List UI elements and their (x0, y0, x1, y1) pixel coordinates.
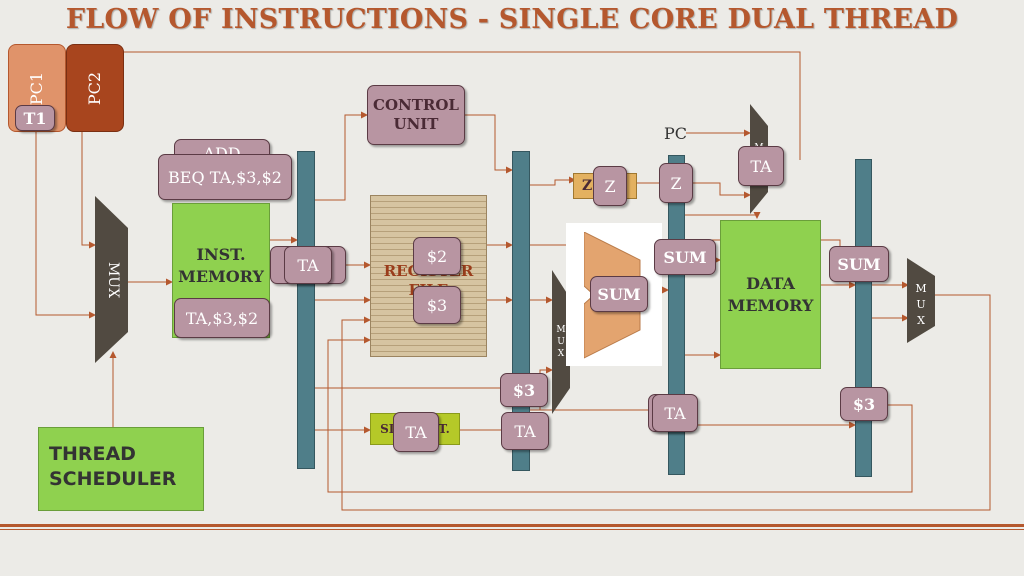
if-id-ta-tag: TA (284, 246, 332, 284)
svg-text:X: X (917, 314, 925, 327)
thread-scheduler: THREAD SCHEDULER (38, 427, 204, 511)
ex-mem-sum-tag: SUM (654, 239, 716, 275)
pc-label: PC (664, 124, 688, 143)
mem-wb-sum-tag: SUM (829, 246, 889, 282)
data-memory: DATA MEMORY (720, 220, 821, 369)
page-title: FLOW OF INSTRUCTIONS - SINGLE CORE DUAL … (65, 4, 959, 35)
mux-mid: M U X (552, 270, 570, 414)
operands-tag: TA,$3,$2 (174, 298, 270, 338)
register-file (370, 195, 487, 357)
mux-left-label: MUX (105, 262, 121, 298)
t1-tag: T1 (15, 105, 55, 131)
mux-right: M U X (907, 258, 935, 343)
alu-sum-tag: SUM (590, 276, 648, 312)
svg-text:X: X (558, 349, 565, 359)
pc1-label: PC1 (27, 71, 47, 105)
sign-ext-ta-tag: TA (393, 412, 439, 452)
mux-left: MUX (95, 196, 128, 363)
reg-r2-tag: $2 (413, 237, 461, 275)
reg-r3-tag: $3 (413, 286, 461, 324)
branch-ta-tag: TA (738, 146, 784, 186)
beq-instruction-tag: BEQ TA,$3,$2 (158, 154, 292, 200)
pc2-label: PC2 (85, 71, 105, 105)
ex-mem-ta-tag: TA (652, 394, 698, 432)
ex-mem-z-tag: Z (659, 163, 693, 203)
svg-text:M: M (915, 282, 926, 295)
mem-wb-pipeline-register (855, 159, 872, 477)
pc2-register: PC2 (66, 44, 124, 132)
alu-z-tag: Z (593, 166, 627, 206)
svg-text:U: U (916, 298, 925, 311)
svg-text:M: M (556, 325, 565, 335)
control-unit: CONTROL UNIT (367, 85, 465, 145)
svg-text:U: U (557, 337, 565, 347)
if-id-pipeline-register (297, 151, 315, 469)
id-ex-r3-tag: $3 (500, 373, 548, 407)
mem-wb-r3-tag: $3 (840, 387, 888, 421)
id-ex-ta-tag: TA (501, 412, 549, 450)
